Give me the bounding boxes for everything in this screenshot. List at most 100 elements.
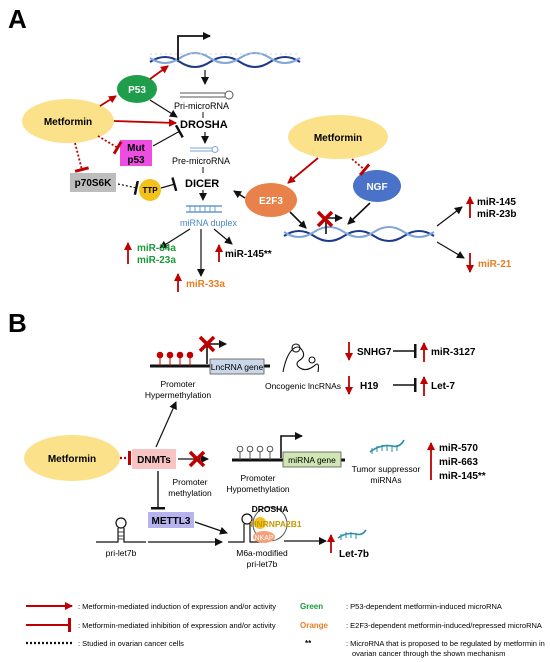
- mirna-duplex-icon: [186, 205, 222, 213]
- inhibit-ttp-to-dicer: [160, 177, 178, 192]
- ttp-node: [139, 179, 161, 201]
- let7b-label: Let-7b: [339, 549, 369, 560]
- mir570-label: miR-570: [439, 443, 478, 454]
- mirna-gene-box: [282, 451, 342, 468]
- mettl3-node: [148, 512, 194, 528]
- pri-microrna-label: Pri-microRNA: [174, 101, 229, 111]
- legend-green-desc: : P53-dependent metformin-induced microR…: [346, 602, 502, 611]
- pre-microrna-hairpin-icon: [190, 146, 219, 153]
- inhibit-metformin-to-mutp53: [97, 135, 123, 155]
- metformin-node-a2: [288, 115, 388, 159]
- tumor-suppressor-mirna-icon: [369, 439, 405, 454]
- ttp-label: TTP: [142, 186, 158, 195]
- promoter-hyper-label-1: Promoter: [161, 379, 196, 389]
- mir663-label: miR-663: [439, 457, 478, 468]
- m6a-label-1: M6a-modified: [236, 548, 288, 558]
- drosha-b-label: DROSHA: [252, 504, 289, 514]
- inhibit-metformin-to-p70s6k: [74, 142, 90, 173]
- arrow-e2f3-to-dicer: [233, 190, 246, 199]
- methyl-groups-open: [236, 445, 274, 460]
- mir21-label: miR-21: [478, 259, 512, 270]
- oncogenic-lncrna-icon: [282, 343, 320, 373]
- mirna-transcription-arrow: [280, 432, 303, 458]
- mut-p53-label-1: Mut: [127, 143, 145, 154]
- panel-a-label: A: [8, 4, 27, 34]
- legend-induction-text: : Metformin-mediated induction of expres…: [78, 602, 276, 611]
- lncrna-gene-label: LncRNA gene: [211, 362, 264, 372]
- mir145-label-b: miR-145**: [439, 471, 486, 482]
- dicer-label: DICER: [185, 178, 219, 190]
- mir3127-label: miR-3127: [431, 347, 476, 358]
- hnrnpa2b1-dot: [254, 517, 266, 529]
- ngf-label: NGF: [366, 182, 387, 193]
- legend-orange-word: Orange: [300, 621, 329, 630]
- arrow-metformin-to-e2f3: [287, 157, 319, 184]
- mir145-label-a: miR-145**: [225, 249, 272, 260]
- mir33a-label: miR-33a: [186, 279, 225, 290]
- lncrna-gene-box: [209, 358, 265, 375]
- arrow-e2f3-to-dna: [289, 211, 307, 229]
- e2f3-label: E2F3: [259, 196, 283, 207]
- metformin-label-b: Metformin: [48, 454, 96, 465]
- p53-label: P53: [128, 85, 146, 96]
- oncogenic-lncrnas-label: Oncogenic lncRNAs: [265, 381, 341, 391]
- arrow-dna-to-mir21: [436, 241, 465, 259]
- dna-strand-top: [149, 52, 301, 68]
- inhibit-metformin-to-ngf: [351, 158, 371, 176]
- transcription-start-arrow: [177, 32, 211, 60]
- p53-node: [117, 75, 157, 103]
- mirna-duplex-label: miRNA duplex: [180, 218, 238, 228]
- panel-b-label: B: [8, 308, 27, 338]
- arrow-p53-to-drosha: [149, 99, 178, 118]
- block-x-icon-lnc: [198, 335, 216, 353]
- arrow-duplex-to-mir34a: [159, 228, 191, 249]
- snhg7-label: SNHG7: [357, 347, 392, 358]
- block-x-icon-dnmts: [188, 450, 206, 468]
- tumor-suppressor-label-2: miRNAs: [370, 475, 401, 485]
- hnrnpa2b1-label: HNRNPA2B1: [250, 519, 302, 529]
- p70s6k-label: p70S6K: [75, 178, 112, 189]
- let7b-mirna-icon: [337, 529, 367, 540]
- metformin-label-a2: Metformin: [314, 133, 362, 144]
- legend-star-desc-2: ovarian cancer through the shown mechani…: [352, 649, 505, 658]
- inhibit-mutp53-to-drosha: [152, 124, 184, 147]
- legend-inhibition-text: : Metformin-mediated inhibition of expre…: [78, 621, 276, 630]
- drosha-label: DROSHA: [180, 119, 228, 131]
- m6a-hairpin-icon: [228, 513, 262, 543]
- promoter-hyper-label-2: Hypermethylation: [145, 390, 211, 400]
- dna-strand-right: [283, 226, 435, 242]
- let7-label: Let-7: [431, 381, 455, 392]
- p70s6k-node: [70, 173, 116, 192]
- mir34a-label: miR-34a: [137, 243, 176, 254]
- methyl-groups-filled: [156, 351, 194, 366]
- ngf-node: [353, 170, 401, 202]
- arrow-metformin-to-drosha: [113, 118, 177, 127]
- promoter-meth-label-1: Promoter: [173, 477, 208, 487]
- mir145b-label: miR-145: [477, 197, 516, 208]
- nkap-node: [253, 531, 275, 543]
- m6a-label-2: pri-let7b: [247, 559, 278, 569]
- e2f3-node: [245, 183, 297, 217]
- arrow-dnmts-to-lnc: [155, 401, 177, 448]
- nkap-label: NKAP: [254, 535, 273, 542]
- legend-orange-desc: : E2F3-dependent metformin-induced/repre…: [346, 621, 542, 630]
- block-x-icon-a: [316, 210, 334, 228]
- mir23b-label: miR-23b: [477, 209, 516, 220]
- mut-p53-label-2: p53: [127, 155, 145, 166]
- metformin-label-a: Metformin: [44, 117, 92, 128]
- legend-star-word: **: [305, 639, 312, 648]
- pre-microrna-label: Pre-microRNA: [172, 156, 230, 166]
- promoter-hypo-label-1: Promoter: [241, 473, 276, 483]
- pri-let7b-hairpin-icon: [96, 517, 146, 543]
- arrow-ngf-to-dna: [347, 202, 371, 225]
- mettl3-label: METTL3: [152, 516, 191, 527]
- pri-let7b-label: pri-let7b: [106, 548, 137, 558]
- legend-green-word: Green: [300, 602, 323, 611]
- legend-ovarian-text: : Studied in ovarian cancer cells: [78, 639, 184, 648]
- tumor-suppressor-label-1: Tumor suppressor: [352, 464, 421, 474]
- dnmts-node: [132, 449, 176, 469]
- h19-label: H19: [360, 381, 379, 392]
- pri-microrna-hairpin-icon: [180, 90, 234, 100]
- legend-star-desc-1: : MicroRNA that is proposed to be regula…: [346, 639, 545, 648]
